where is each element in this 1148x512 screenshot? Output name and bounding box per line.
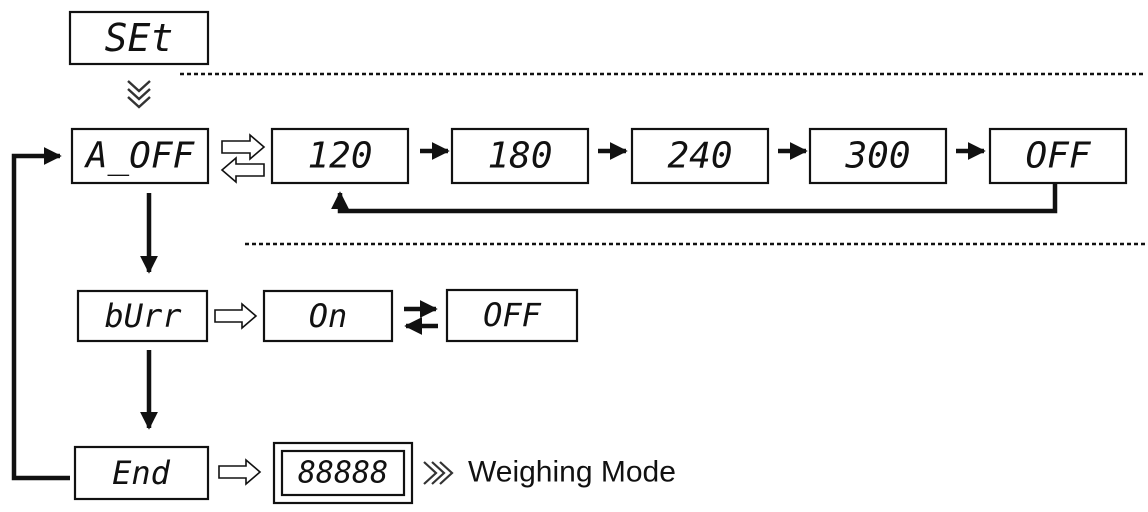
display-option-120-text: 120	[307, 136, 372, 177]
display-set-text: SEt	[105, 16, 174, 60]
display-option-off: OFF	[988, 127, 1128, 185]
arrow-end-loop-to-auto-off	[11, 147, 70, 481]
display-option-300-text: 300	[844, 136, 910, 177]
display-option-180: 180	[450, 127, 590, 185]
display-option-240-text: 240	[667, 136, 732, 177]
hollow-arrow-right-icon	[218, 458, 262, 486]
display-end-text: End	[112, 454, 171, 492]
hollow-arrow-right-icon	[221, 133, 266, 161]
display-buzzer-on: On	[262, 289, 394, 343]
display-buzzer-text: bUrr	[104, 297, 182, 335]
display-buzzer-off: OFF	[445, 288, 579, 343]
display-buzzer-on-text: On	[309, 297, 348, 335]
double-chevron-right-icon	[423, 461, 454, 485]
display-option-120: 120	[270, 127, 410, 185]
display-option-off-text: OFF	[1025, 136, 1091, 177]
display-auto-off-text: A_OFF	[84, 136, 196, 177]
hollow-arrow-right-icon	[214, 302, 258, 330]
display-option-180-text: 180	[487, 136, 552, 177]
display-set: SEt	[68, 10, 210, 66]
arrow-off-loop-to-120	[331, 183, 1058, 214]
display-option-240: 240	[630, 127, 770, 185]
display-end: End	[73, 445, 210, 501]
weighing-mode-label: Weighing Mode	[468, 456, 676, 489]
display-all-segments-text: 88888	[298, 456, 388, 491]
display-all-segments: 88888	[272, 441, 414, 505]
double-chevron-down-icon	[127, 80, 151, 109]
display-option-300: 300	[808, 127, 948, 185]
hollow-arrow-left-icon	[220, 156, 265, 184]
display-buzzer: bUrr	[76, 289, 209, 343]
display-buzzer-off-text: OFF	[483, 296, 542, 334]
display-auto-off: A_OFF	[70, 127, 210, 185]
